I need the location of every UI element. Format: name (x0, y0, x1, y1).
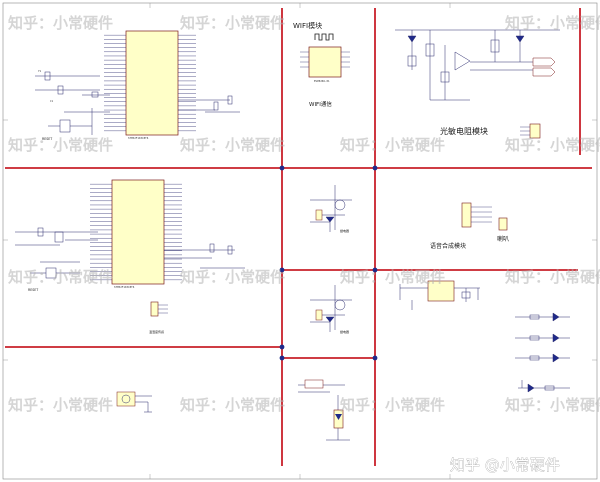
watermark-text: 知乎：小常硬件 (8, 268, 113, 286)
light-sensor-module: 光敏电阻模块 (395, 29, 560, 139)
svg-text:STM32F103C8T6: STM32F103C8T6 (128, 136, 149, 140)
svg-text:Y1: Y1 (38, 69, 42, 73)
relay-label-2: 继电器 (340, 329, 349, 334)
watermark-text: 知乎：小常硬件 (8, 136, 113, 154)
watermark-text: 知乎：小常硬件 (505, 268, 600, 286)
watermark-text: 知乎：小常硬件 (180, 268, 285, 286)
watermark-text: 知乎：小常硬件 (505, 396, 600, 414)
watermark-text: 知乎：小常硬件 (340, 396, 445, 414)
watermark-text: 知乎：小常硬件 (180, 136, 285, 154)
watermark-text: 知乎：小常硬件 (340, 136, 445, 154)
voice-module: 语音合成模块 喇叭 (430, 202, 509, 250)
relay-circuit-2 (310, 285, 352, 332)
frame-ticks (3, 3, 597, 479)
relay-label-1: 继电器 (340, 228, 349, 233)
svg-text:C1: C1 (50, 99, 54, 103)
wifi-title: WIFI模块 (293, 21, 322, 30)
watermark-layer: 知乎：小常硬件知乎：小常硬件知乎：小常硬件知乎：小常硬件知乎：小常硬件知乎：小常… (8, 14, 600, 414)
optocoupler-circuit (298, 379, 350, 441)
watermark-text: 知乎：小常硬件 (180, 14, 285, 32)
light-module-label: 光敏电阻模块 (440, 126, 488, 136)
watermark-text: 知乎：小常硬件 (8, 396, 113, 414)
regulator-circuit (399, 280, 480, 310)
watermark-credit: 知乎 @小常硬件 (450, 456, 560, 474)
mcu-chip-1 (125, 30, 179, 136)
temp-sensor-label: 温湿度传感 (149, 329, 164, 334)
voice-connector (461, 202, 472, 228)
reset-label-2: RESET (28, 288, 38, 292)
antenna-icon (314, 33, 334, 41)
svg-text:ESP8266-01: ESP8266-01 (314, 79, 330, 83)
wifi-chip (308, 46, 342, 78)
wifi-comm-label: WIFI通信 (309, 100, 332, 108)
voice-module-label: 语音合成模块 (430, 242, 466, 250)
watermark-text: 知乎：小常硬件 (180, 396, 285, 414)
mcu-chip-2 (111, 179, 165, 285)
junction-nodes (279, 165, 378, 361)
mcu-block-2: STM32F103C8T6 RESET (15, 179, 245, 292)
section-borders (5, 8, 592, 466)
watermark-text: 知乎：小常硬件 (505, 136, 600, 154)
reset-label-1: RESET (42, 137, 52, 141)
wifi-module: WIFI模块 ESP8266-01 WIFI通信 (293, 21, 350, 108)
speaker-icon (498, 217, 508, 231)
power-jack (116, 391, 152, 413)
led-indicators (515, 312, 570, 393)
speaker-label: 喇叭 (497, 235, 509, 243)
relay-circuit-1 (310, 185, 352, 232)
temp-sensor: 温湿度传感 (149, 301, 168, 334)
watermark-text: 知乎：小常硬件 (340, 268, 445, 286)
watermark-text: 知乎：小常硬件 (8, 14, 113, 32)
watermark-text: 知乎：小常硬件 (505, 14, 600, 32)
svg-text:STM32F103C8T6: STM32F103C8T6 (114, 285, 135, 289)
